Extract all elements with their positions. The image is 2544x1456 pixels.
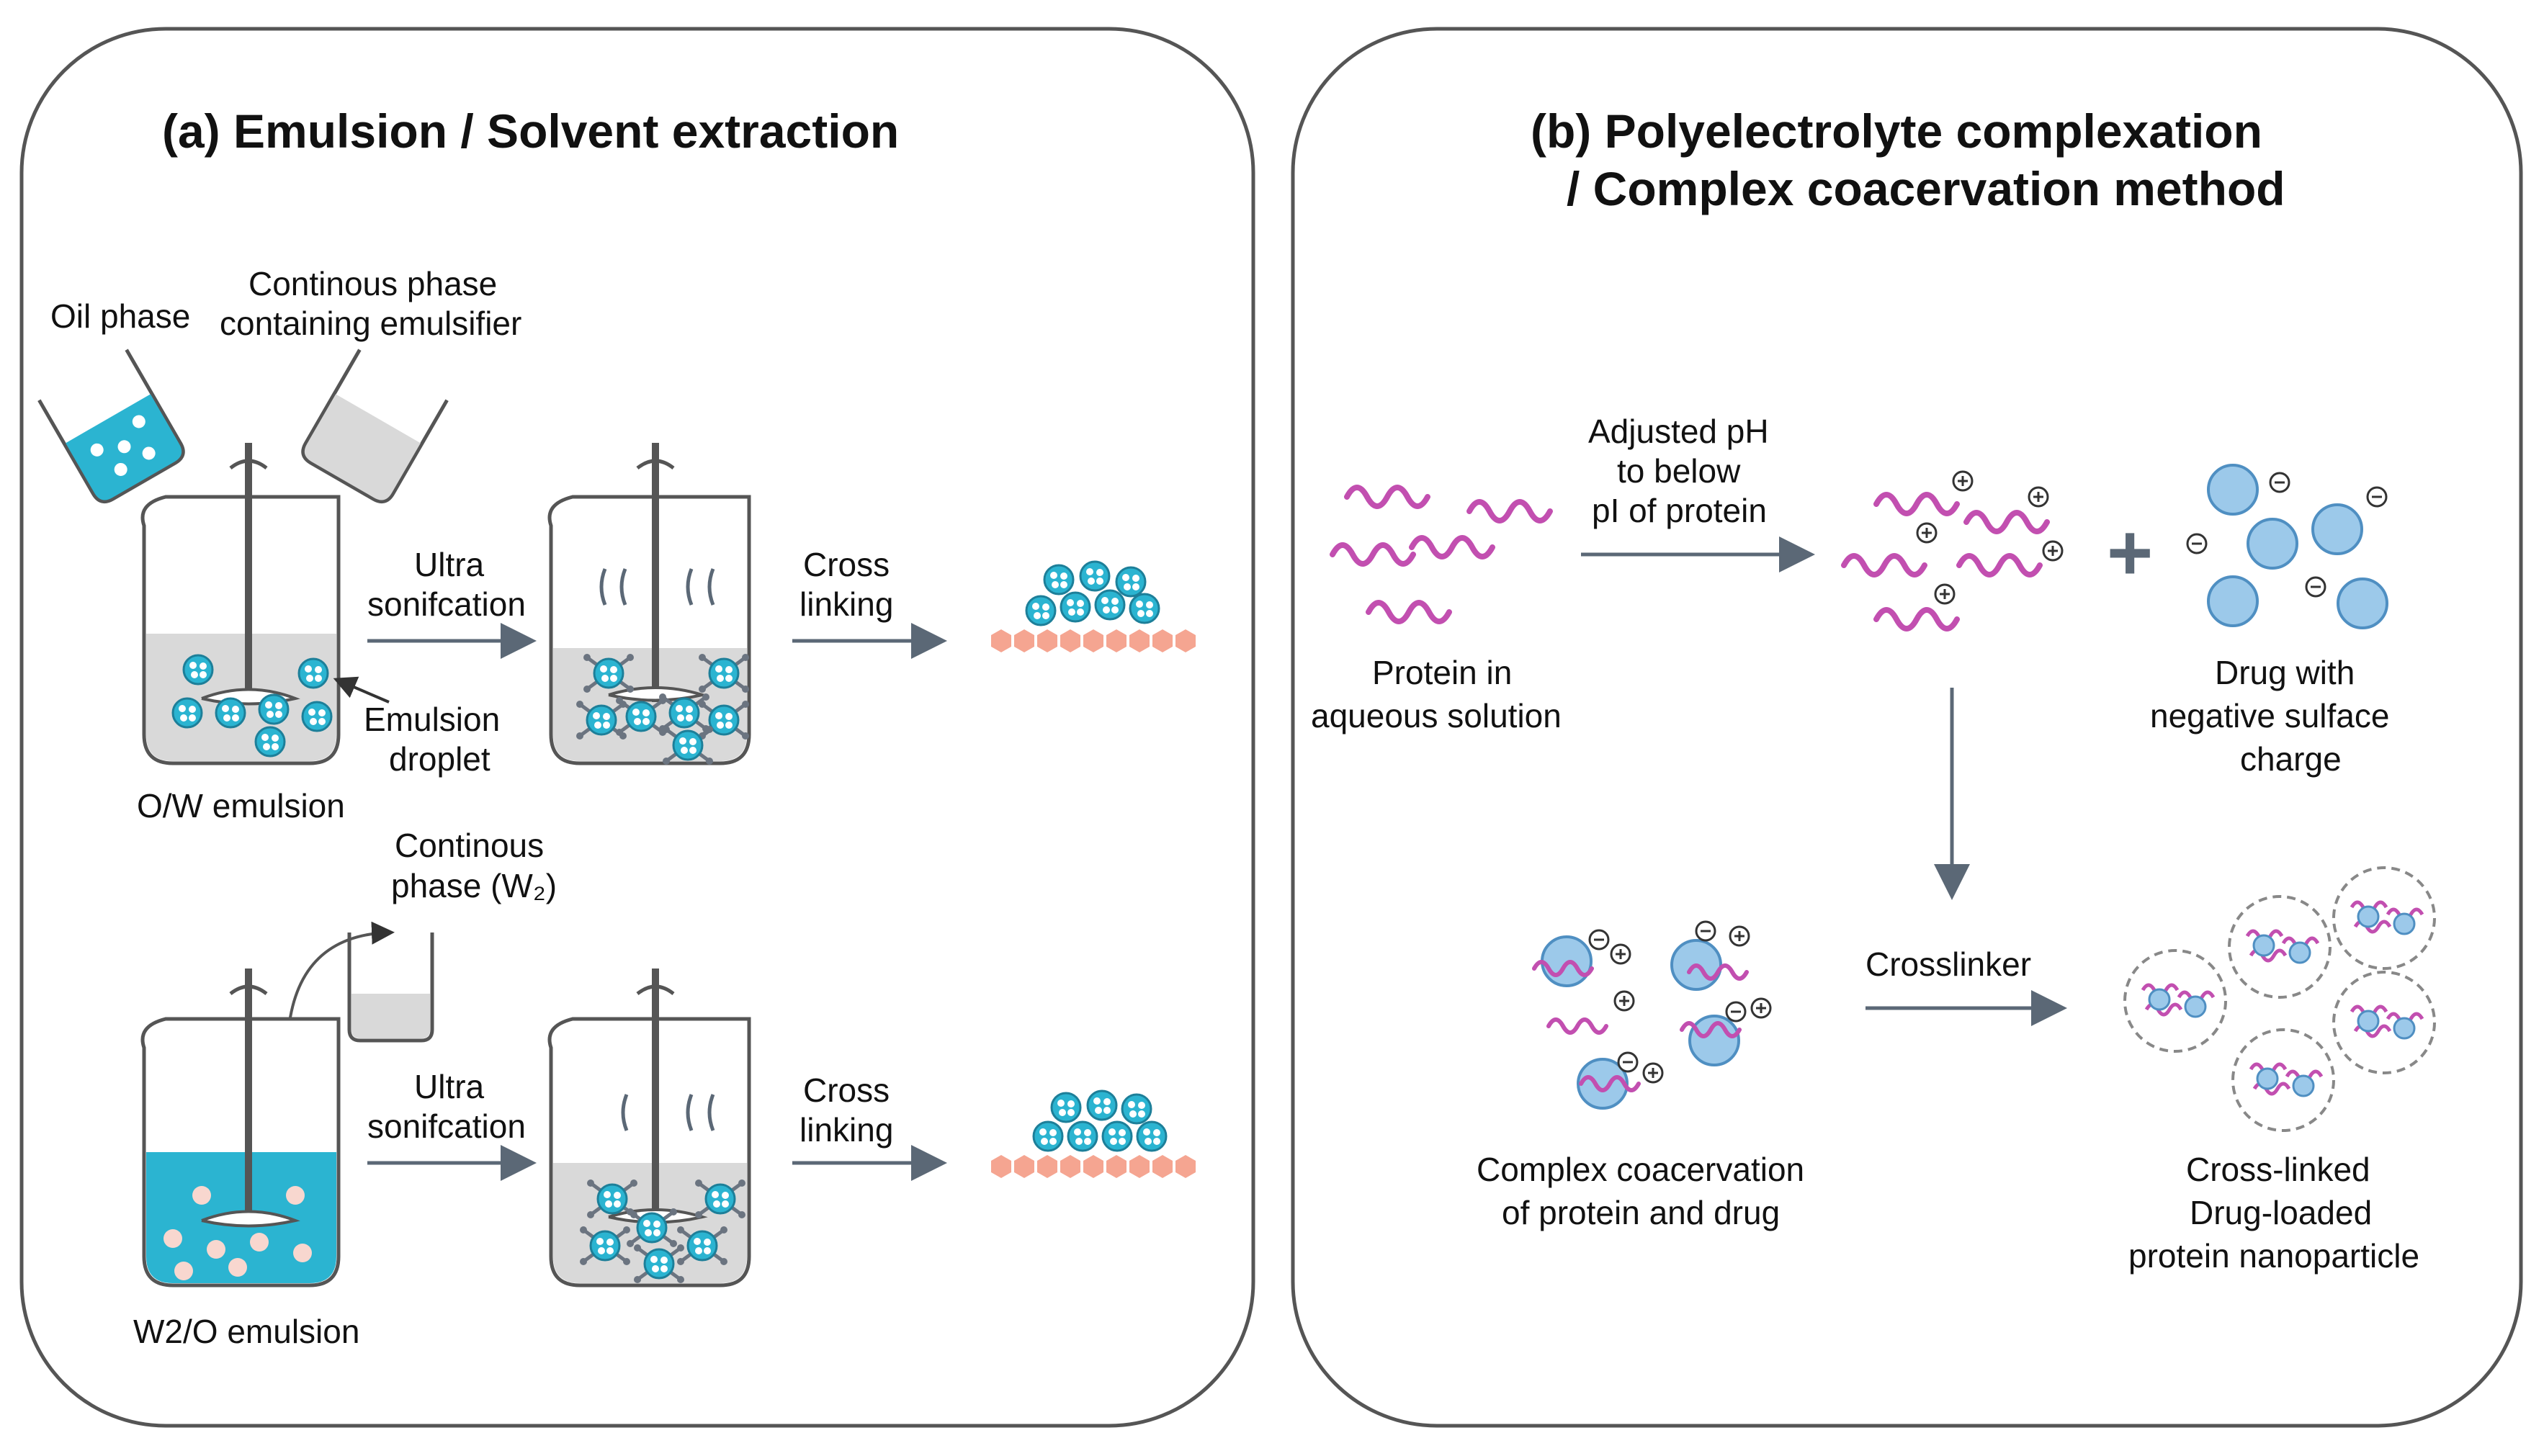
ow-emulsion-label: O/W emulsion bbox=[137, 787, 345, 824]
crosslinked-label-1: Cross-linked bbox=[2186, 1151, 2370, 1188]
panel-b-title-2: / Complex coacervation method bbox=[1567, 162, 2285, 215]
linking-label-1: linking bbox=[800, 585, 893, 623]
protein-label-2: aqueous solution bbox=[1311, 697, 1562, 734]
sonification-label-1: sonifcation bbox=[367, 585, 526, 623]
ow-emulsion-beaker bbox=[140, 443, 341, 765]
cross-label-1: Cross bbox=[803, 546, 890, 583]
cross-label-2: Cross bbox=[803, 1071, 890, 1109]
crosslinked-product-2 bbox=[991, 1089, 1196, 1178]
drug-label-2: negative sulface bbox=[2150, 697, 2389, 734]
continuous-w2-label-2: phase (W₂) bbox=[391, 867, 557, 904]
w2-phase-beaker bbox=[285, 921, 434, 1081]
continuous-w2-label-1: Continous bbox=[395, 827, 544, 864]
drug-label-1: Drug with bbox=[2215, 654, 2355, 691]
adjusted-ph-label-2: to below bbox=[1617, 452, 1741, 490]
coacervate-cluster bbox=[1534, 920, 1772, 1110]
negative-drug-cluster bbox=[2186, 464, 2388, 629]
protein-cluster bbox=[1333, 487, 1550, 621]
panel-b-frame bbox=[1291, 27, 2523, 1428]
panel-b-title-1: (b) Polyelectrolyte complexation bbox=[1531, 104, 2262, 158]
adjusted-ph-label-1: Adjusted pH bbox=[1588, 413, 1769, 450]
emulsion-droplet-label-1: Emulsion bbox=[364, 701, 500, 738]
linking-label-2: linking bbox=[800, 1111, 893, 1149]
crosslinked-label-2: Drug-loaded bbox=[2190, 1194, 2372, 1231]
panel-a-frame bbox=[19, 27, 1255, 1428]
continuous-phase-label-1: Continous phase bbox=[248, 265, 497, 302]
nanoparticle-cluster bbox=[2125, 868, 2435, 1131]
emulsion-droplet-label-2: droplet bbox=[389, 740, 491, 778]
oil-phase-label: Oil phase bbox=[50, 297, 190, 335]
ultra-label-2: Ultra bbox=[414, 1068, 485, 1105]
w2o-emulsion-label: W2/O emulsion bbox=[133, 1313, 359, 1350]
complex-label-2: of protein and drug bbox=[1502, 1194, 1780, 1231]
plus-sign: + bbox=[2107, 508, 2153, 597]
ultra-label-1: Ultra bbox=[414, 546, 485, 583]
sonification-label-2: sonifcation bbox=[367, 1107, 526, 1145]
adjusted-ph-label-3: pI of protein bbox=[1592, 492, 1767, 529]
complex-label-1: Complex coacervation bbox=[1477, 1151, 1804, 1188]
protein-label-1: Protein in bbox=[1372, 654, 1512, 691]
crosslinker-label: Crosslinker bbox=[1866, 945, 2031, 983]
w2o-emulsion-beaker bbox=[140, 969, 341, 1288]
sonicated-beaker-1 bbox=[547, 443, 751, 765]
charged-protein-cluster bbox=[1844, 470, 2064, 629]
continuous-phase-label-2: containing emulsifier bbox=[220, 305, 521, 342]
continuous-phase-beaker bbox=[301, 349, 449, 504]
oil-phase-beaker bbox=[37, 349, 185, 504]
sonicated-beaker-2 bbox=[547, 969, 751, 1288]
crosslinked-label-3: protein nanoparticle bbox=[2128, 1237, 2419, 1275]
crosslinked-product-1 bbox=[991, 560, 1196, 652]
drug-label-3: charge bbox=[2240, 740, 2342, 778]
panel-a-title: (a) Emulsion / Solvent extraction bbox=[162, 104, 899, 158]
emulsion-droplet-pointer bbox=[333, 676, 390, 704]
